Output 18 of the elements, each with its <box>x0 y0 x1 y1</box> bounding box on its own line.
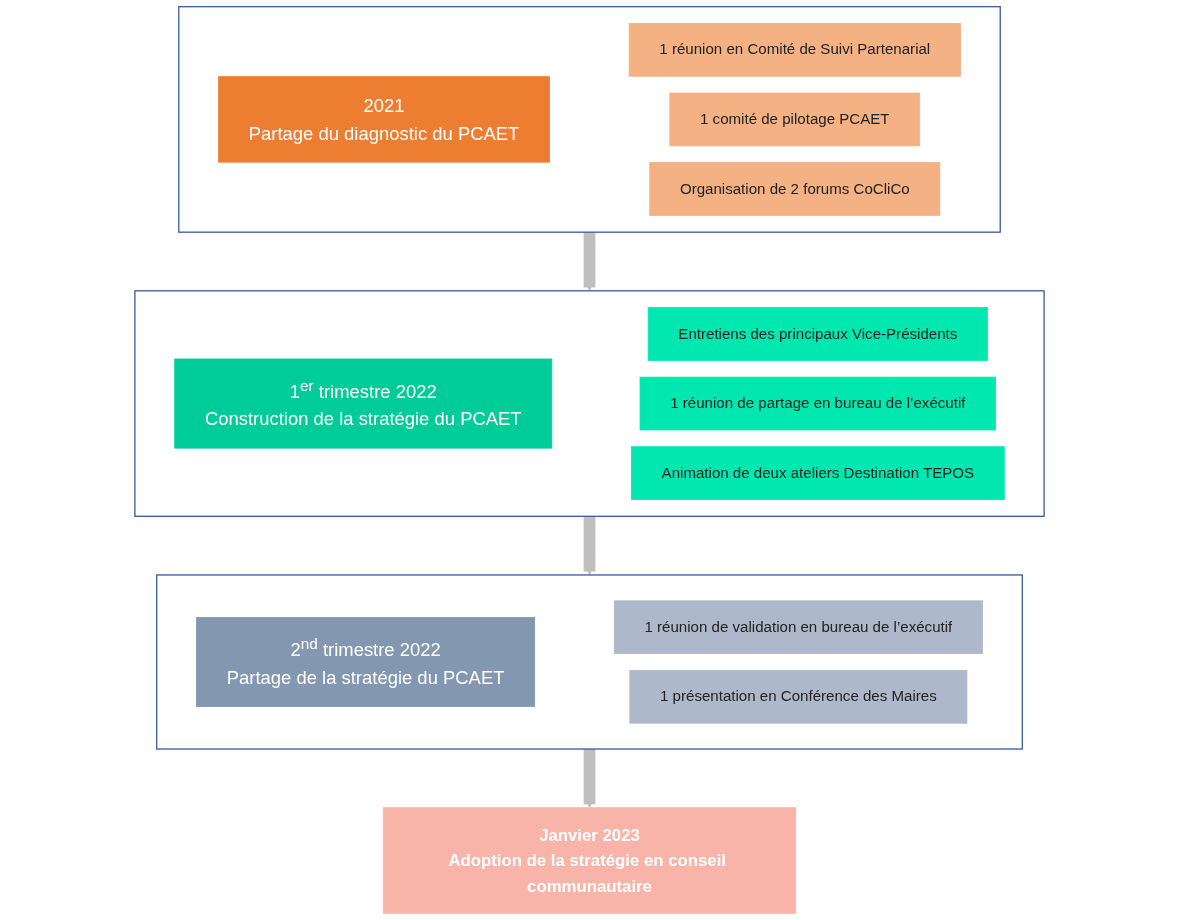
node-box: 1 réunion de partage en bureau de l’exécutif <box>639 376 997 431</box>
cluster <box>156 574 1023 750</box>
arrow <box>583 748 596 808</box>
node-box: 2$^{nd}$ trimestre 2022 Partage de la stratégie du PCAET <box>196 617 536 707</box>
node-box: Janvier 2023 Adoption de la stratégie en conseil communautaire <box>382 807 797 914</box>
arrow <box>583 515 596 576</box>
arrow <box>583 231 596 292</box>
node-box: Entretiens des principaux Vice-Présidents <box>647 307 988 361</box>
node-box: 1 comité de pilotage PCAET <box>669 92 921 147</box>
node-box: Animation de deux ateliers Destination TEPOS <box>631 446 1005 500</box>
cluster <box>178 6 1001 233</box>
cluster <box>134 290 1045 517</box>
node-box: 2021 Partage du diagnostic du PCAET <box>218 76 550 163</box>
node-box: Organisation de 2 forums CoCliCo <box>649 162 941 216</box>
node-box: 1 réunion de validation en bureau de l’exécutif <box>613 600 983 655</box>
node-box: 1 présentation en Conférence des Maires <box>629 669 968 724</box>
node-box: 1 réunion en Comité de Suivi Partenarial <box>628 23 961 77</box>
node-box: 1$^{er}$ trimestre 2022 Construction de la stratégie du PCAET <box>174 358 553 449</box>
